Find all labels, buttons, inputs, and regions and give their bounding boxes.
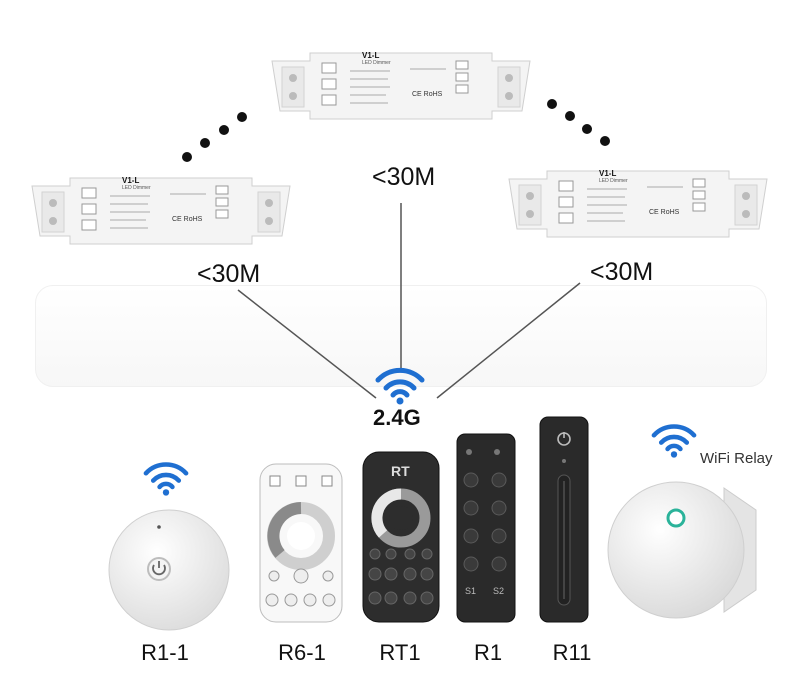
remote-r1-1: [108, 509, 230, 631]
product-label-rt1: RT1: [379, 640, 421, 665]
left-link-line: [237, 289, 377, 399]
left-chain-dots: [182, 112, 247, 162]
product-label-r1: R1: [473, 640, 503, 665]
controller-top: V1-L LED Dimmer CE RoHS: [270, 45, 532, 121]
controller-mark: CE RoHS: [172, 216, 203, 223]
svg-text:S2: S2: [493, 586, 504, 596]
controller-mark: CE RoHS: [412, 91, 443, 98]
svg-text:RT: RT: [391, 463, 410, 479]
wifi-icon: [143, 462, 189, 496]
wifi-icon: [651, 424, 697, 458]
controller-right: V1-L LED Dimmer CE RoHS: [507, 163, 769, 239]
controller-type: LED Dimmer: [599, 178, 628, 184]
controller-model: V1-L: [599, 169, 617, 178]
controller-type: LED Dimmer: [362, 60, 391, 66]
wifi-relay-device: [607, 481, 757, 619]
product-label-r11: R11: [552, 640, 592, 665]
product-label-r6-1: R6-1: [278, 640, 326, 665]
remote-r11: [539, 416, 589, 623]
controller-type: LED Dimmer: [122, 185, 151, 191]
controller-model: V1-L: [362, 51, 380, 60]
controller-mark: CE RoHS: [649, 209, 680, 216]
wifi-relay-label: WiFi Relay: [700, 450, 773, 467]
svg-text:S1: S1: [465, 586, 476, 596]
remote-r1: S1 S2: [456, 433, 516, 623]
wifi-icon: [375, 367, 425, 405]
distance-label-right: <30M: [590, 258, 654, 286]
controller-left: V1-L LED Dimmer CE RoHS: [30, 170, 292, 246]
distance-label-left: <30M: [197, 260, 261, 288]
right-link-line: [436, 282, 581, 399]
product-label-r1-1: R1-1: [141, 640, 189, 665]
distance-label-center: <30M: [372, 163, 436, 191]
right-chain-dots: [547, 99, 610, 146]
controller-model: V1-L: [122, 176, 140, 185]
remote-rt1: RT: [362, 451, 440, 623]
remote-r6-1: [259, 463, 343, 623]
signal-label: 2.4G: [373, 405, 421, 430]
